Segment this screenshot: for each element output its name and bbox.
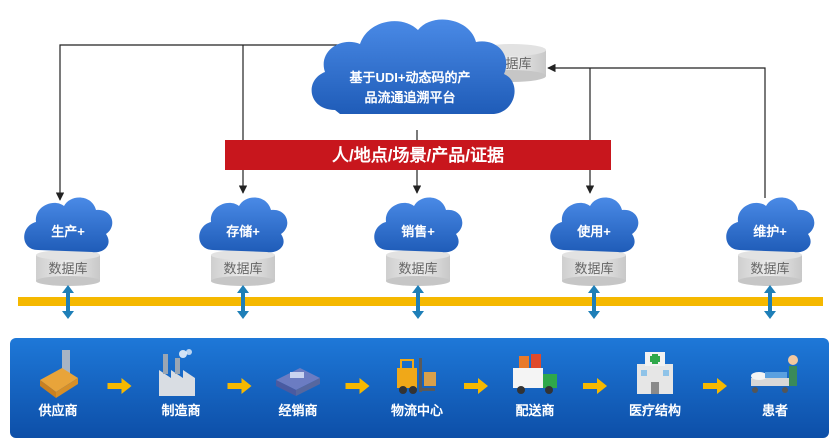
forklift-icon [397, 358, 436, 394]
chain-label: 物流中心 [391, 403, 443, 418]
supply-chain: 供应商 制造商 经销商 物流中心 配送商 医疗结构 患者 [37, 349, 798, 418]
chain-node-5: 配送商 [513, 354, 557, 418]
stage-db-label: 数据库 [223, 261, 262, 276]
factory-box-icon [40, 350, 78, 398]
connector-to-production [55, 44, 345, 201]
stage-label: 销售+ [401, 224, 435, 239]
stage-database: 数据库 [562, 250, 626, 286]
stage-label: 维护+ [753, 224, 787, 239]
stage-db-label: 数据库 [750, 261, 789, 276]
cloud-shape [550, 197, 639, 253]
bus-link-1 [62, 285, 74, 319]
factory-icon [159, 349, 195, 396]
info-banner: 人/地点/场景/产品/证据 [225, 140, 611, 170]
stage-label: 存储+ [226, 224, 260, 239]
chain-label: 配送商 [515, 403, 554, 418]
cloud-shape [24, 197, 113, 253]
flow-arrow-icon [703, 378, 727, 394]
stage-4: 数据库 使用+ [550, 197, 639, 286]
hospital-icon [637, 352, 673, 394]
chain-label: 医疗结构 [629, 403, 681, 418]
chain-label: 患者 [762, 403, 788, 418]
bus-link-4 [588, 285, 600, 319]
bus-link-5 [764, 285, 776, 319]
stage-label: 使用+ [576, 224, 611, 239]
flow-arrow-icon [583, 378, 607, 394]
cloud-shape [726, 197, 815, 253]
stage-1: 数据库 生产+ [24, 197, 113, 286]
stage-database: 数据库 [211, 250, 275, 286]
platform-title-line1: 基于UDI+动态码的产 [349, 70, 471, 85]
bus-link-2 [237, 285, 249, 319]
chain-node-4: 物流中心 [391, 358, 443, 418]
chain-node-1: 供应商 [37, 350, 78, 418]
chain-node-6: 医疗结构 [629, 352, 681, 418]
platform-title-line2: 品流通追溯平台 [364, 90, 455, 105]
chain-node-2: 制造商 [159, 349, 201, 418]
cloud-shape [374, 197, 463, 253]
stage-db-label: 数据库 [574, 261, 613, 276]
chain-node-3: 经销商 [276, 368, 320, 418]
truck-icon [513, 354, 557, 394]
stage-database: 数据库 [386, 250, 450, 286]
chain-label: 制造商 [161, 403, 200, 418]
stage-label: 生产+ [51, 224, 85, 239]
stage-db-label: 数据库 [398, 261, 437, 276]
bus-link-3 [412, 285, 424, 319]
chain-label: 经销商 [278, 403, 317, 418]
flow-arrow-icon [107, 378, 132, 394]
connector-from-maintenance [547, 63, 766, 198]
cloud-shape [311, 19, 515, 115]
chain-label: 供应商 [37, 403, 77, 418]
stage-2: 数据库 存储+ [199, 197, 288, 286]
cloud-shape [199, 197, 288, 253]
flow-arrow-icon [227, 378, 252, 394]
chain-node-7: 患者 [751, 355, 798, 418]
stage-3: 数据库 销售+ [374, 197, 463, 286]
stage-db-label: 数据库 [48, 261, 87, 276]
stage-5: 数据库 维护+ [726, 197, 815, 286]
distributor-icon [276, 368, 320, 396]
bus-links [62, 285, 776, 319]
data-bus [18, 297, 823, 306]
flow-arrow-icon [345, 378, 370, 394]
stage-row: 数据库 生产+ 数据库 存储+ 数据库 销售+ 数据库 使用+ 数据库 维护+ [24, 197, 815, 286]
flow-arrow-icon [464, 378, 488, 394]
platform-cloud: 数据库 基于UDI+动态码的产 品流通追溯平台 [311, 19, 546, 115]
banner-text: 人/地点/场景/产品/证据 [332, 145, 504, 165]
stage-database: 数据库 [36, 250, 100, 286]
patient-bed-icon [751, 355, 798, 393]
stage-database: 数据库 [738, 250, 802, 286]
